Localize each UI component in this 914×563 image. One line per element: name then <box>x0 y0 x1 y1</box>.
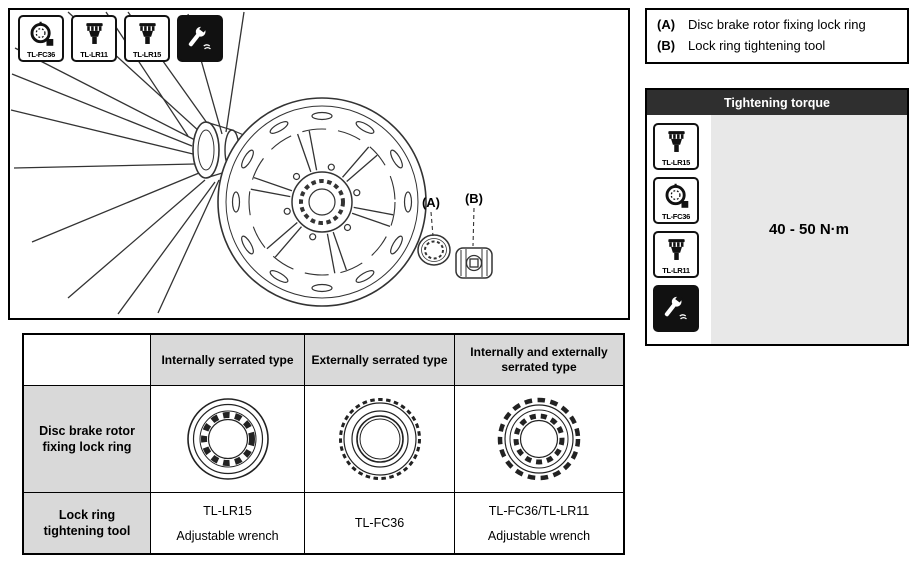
legend-key-a: (A) <box>657 17 676 32</box>
lock-ring-drawing <box>497 397 581 481</box>
legend-text-a: Disc brake rotor fixing lock ring <box>688 17 866 32</box>
part-label-a: (A) <box>422 195 440 210</box>
wrench-icon <box>661 294 688 320</box>
internally-serrated-ring-image <box>151 386 304 492</box>
leader-line-b <box>472 207 475 247</box>
tool-name-alt: Adjustable wrench <box>176 528 279 543</box>
adjustable-wrench-icon <box>653 285 699 332</box>
tool-icon-tl-lr15: TL-LR15 <box>653 123 699 170</box>
lock-ring-drawing <box>186 398 269 480</box>
torque-tool-icons: TL-LR15 TL-FC36 TL-LR11 <box>647 115 711 344</box>
legend-text-b: Lock ring tightening tool <box>688 38 826 53</box>
tool-icon-tl-lr11: TL-LR11 <box>653 231 699 278</box>
table-header-internal-external: Internally and externally serrated type <box>455 335 623 385</box>
tool-icon-tl-lr11: TL-LR11 <box>71 15 117 62</box>
wrench-icon <box>185 24 212 50</box>
table-row-label-lock-ring: Disc brake rotor fixing lock ring <box>24 386 150 492</box>
tool-icon-label: TL-LR15 <box>662 158 690 167</box>
torque-header: Tightening torque <box>647 90 907 115</box>
tool-icon-label: TL-FC36 <box>662 212 690 221</box>
legend-item-a: (A) Disc brake rotor fixing lock ring <box>657 17 897 38</box>
assembly-diagram: (A) (B) <box>10 11 493 315</box>
tool-icons-row: TL-FC36 TL-LR11 TL-LR15 <box>18 15 223 62</box>
spline-tool-icon <box>667 239 685 260</box>
tool-name: TL-FC36 <box>354 516 405 530</box>
disc-rotor-illustration <box>217 97 427 307</box>
torque-panel: Tightening torque TL-LR15 TL-FC36 TL-LR1… <box>645 88 909 346</box>
tool-icon-tl-fc36: TL-FC36 <box>653 177 699 224</box>
lock-ring-drawing <box>338 398 421 480</box>
wheel-spokes <box>10 11 245 315</box>
table-corner-cell <box>24 335 150 385</box>
illustration-panel: TL-FC36 TL-LR11 TL-LR15 <box>8 8 630 320</box>
torque-body: TL-LR15 TL-FC36 TL-LR11 40 - 50 N·m <box>647 115 907 344</box>
table-row-label-tool: Lock ring tightening tool <box>24 493 150 553</box>
externally-serrated-ring-image <box>305 386 454 492</box>
spline-tool-icon <box>85 23 103 44</box>
torque-value: 40 - 50 N·m <box>711 115 907 344</box>
legend-key-b: (B) <box>657 38 676 53</box>
adjustable-wrench-icon <box>177 15 223 62</box>
lock-ring-tool-icon <box>30 20 55 48</box>
table-header-internal: Internally serrated type <box>151 335 304 385</box>
spec-table: Internally serrated type Externally serr… <box>22 333 625 555</box>
tool-icon-tl-fc36: TL-FC36 <box>18 15 64 62</box>
internally-and-externally-serrated-ring-image <box>455 386 623 492</box>
tool-icon-label: TL-LR11 <box>662 266 690 275</box>
leader-lines <box>430 207 475 247</box>
tool-cell-internal: TL-LR15 Adjustable wrench <box>151 493 304 553</box>
tool-icon-label: TL-LR15 <box>133 50 161 59</box>
tool-name-alt: Adjustable wrench <box>487 528 591 543</box>
tool-icon-label: TL-FC36 <box>27 50 55 59</box>
spline-tool-icon <box>667 131 685 152</box>
legend-panel: (A) Disc brake rotor fixing lock ring (B… <box>645 8 909 64</box>
tool-name: TL-FC36/TL-LR11 <box>488 503 590 518</box>
lock-ring-tool-icon <box>665 182 690 210</box>
spline-tool-icon <box>138 23 156 44</box>
part-label-b: (B) <box>465 191 483 206</box>
tightening-tool-illustration <box>455 247 493 279</box>
lock-ring-illustration <box>417 234 451 266</box>
legend-item-b: (B) Lock ring tightening tool <box>657 38 897 59</box>
table-header-external: Externally serrated type <box>305 335 454 385</box>
tool-name: TL-LR15 <box>203 503 252 518</box>
tool-icon-label: TL-LR11 <box>80 50 108 59</box>
tool-cell-internal-external: TL-FC36/TL-LR11 Adjustable wrench <box>455 493 623 553</box>
tool-cell-external: TL-FC36 <box>305 493 454 553</box>
tool-icon-tl-lr15: TL-LR15 <box>124 15 170 62</box>
leader-line-a <box>430 211 434 237</box>
